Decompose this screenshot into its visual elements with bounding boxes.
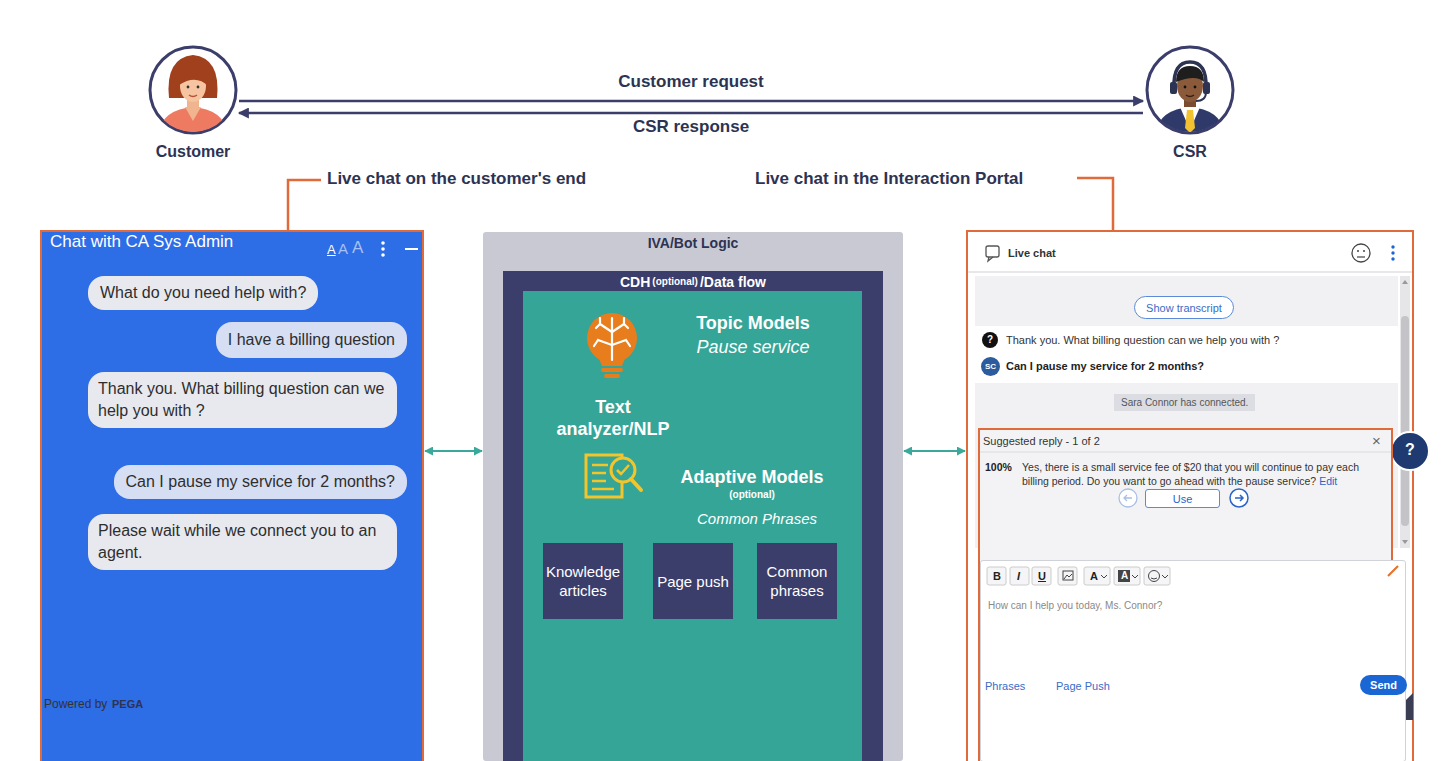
edge-label: CSR response xyxy=(629,117,753,137)
diagram-node: How can I help you today, Ms. Connor? xyxy=(980,560,1406,761)
diagram-node: What do you need help with? xyxy=(88,276,318,310)
node-text: Sara Connor has connected. xyxy=(1121,394,1248,411)
node-text: Text analyzer/NLP xyxy=(543,396,683,440)
connector-arrow xyxy=(239,100,1143,103)
connector-arrow xyxy=(904,450,965,452)
diagram-node: Page push xyxy=(653,543,733,619)
node-text: Live chat on the customer's end xyxy=(327,169,586,189)
diagram-node: Use xyxy=(1145,489,1220,508)
diagram-node: SC xyxy=(981,357,1000,376)
diagram-node: Thank you. What billing question can we … xyxy=(88,372,397,428)
diagram-node: Common phrases xyxy=(757,543,837,619)
node-text: Knowledge articles xyxy=(545,562,621,600)
node-text: Edit xyxy=(1316,475,1337,487)
connector-arrow xyxy=(425,450,482,452)
diagram-node: Sara Connor has connected. xyxy=(1114,394,1255,411)
node-text: (optional) xyxy=(650,276,700,287)
diagram-node: Can I pause my service for 2 months? xyxy=(114,465,407,499)
diagram-node: Live chat in the Interaction PortalLive … xyxy=(966,230,1414,761)
node-text: Chat with CA Sys Admin xyxy=(50,232,233,252)
diagram-node: Topic ModelsPause serviceText analyzer/N… xyxy=(523,291,862,761)
diagram-node: Please wait while we connect you to an a… xyxy=(88,514,397,570)
node-text: Topic Models xyxy=(653,313,853,334)
node-text: Common Phrases xyxy=(657,510,857,527)
diagram-node: Live chat on the customer's endChat with… xyxy=(40,230,424,761)
node-text: Use xyxy=(1173,493,1193,505)
diagram-node: Send xyxy=(1360,675,1407,695)
connector-arrow xyxy=(239,112,1143,115)
node-text: Yes, there is a small service fee of $20… xyxy=(1022,461,1359,487)
node-text: Pause service xyxy=(653,337,853,358)
diagram-node: Knowledge articles xyxy=(543,543,623,619)
node-text: CSR xyxy=(1124,143,1256,161)
diagram-node: I have a billing question xyxy=(216,322,407,358)
node-text: 100% xyxy=(985,461,1012,473)
node-text: (optional) xyxy=(652,489,852,500)
node-text: Suggested reply - 1 of 2 xyxy=(983,435,1100,447)
node-text: Can I pause my service for 2 months? xyxy=(126,471,395,493)
node-text: What do you need help with? xyxy=(100,282,306,304)
text-flow: Yes, there is a small service fee of $20… xyxy=(1022,460,1384,488)
node-text: Send xyxy=(1370,679,1397,691)
node-text: I have a billing question xyxy=(228,329,395,351)
node-text: Live chat in the Interaction Portal xyxy=(755,169,1023,189)
node-text: Please wait while we connect you to an a… xyxy=(98,520,387,564)
node-text: Show transcript xyxy=(1146,302,1222,314)
edge-label: Customer request xyxy=(614,72,767,92)
node-text: Page push xyxy=(657,572,729,591)
diagram-node: IVA/Bot LogicCDH(optional)/Data flowTopi… xyxy=(483,232,903,761)
node-text: Common phrases xyxy=(759,562,835,600)
diagram-node: CDH(optional)/Data flowTopic ModelsPause… xyxy=(503,271,883,761)
node-text: Live chat xyxy=(1008,247,1056,259)
node-text: /Data flow xyxy=(700,274,766,290)
node-text: CDH xyxy=(620,274,650,290)
leader-bracket xyxy=(288,180,321,230)
node-text: Customer xyxy=(128,143,258,161)
node-text: Adaptive Models xyxy=(652,467,852,488)
node-text: How can I help you today, Ms. Connor? xyxy=(988,600,1162,611)
node-text: IVA/Bot Logic xyxy=(483,235,903,251)
diagram-node: Show transcript xyxy=(1134,296,1234,319)
leader-bracket xyxy=(1077,178,1113,230)
node-text: Thank you. What billing question can we … xyxy=(98,378,387,422)
node-text: SC xyxy=(985,362,996,371)
